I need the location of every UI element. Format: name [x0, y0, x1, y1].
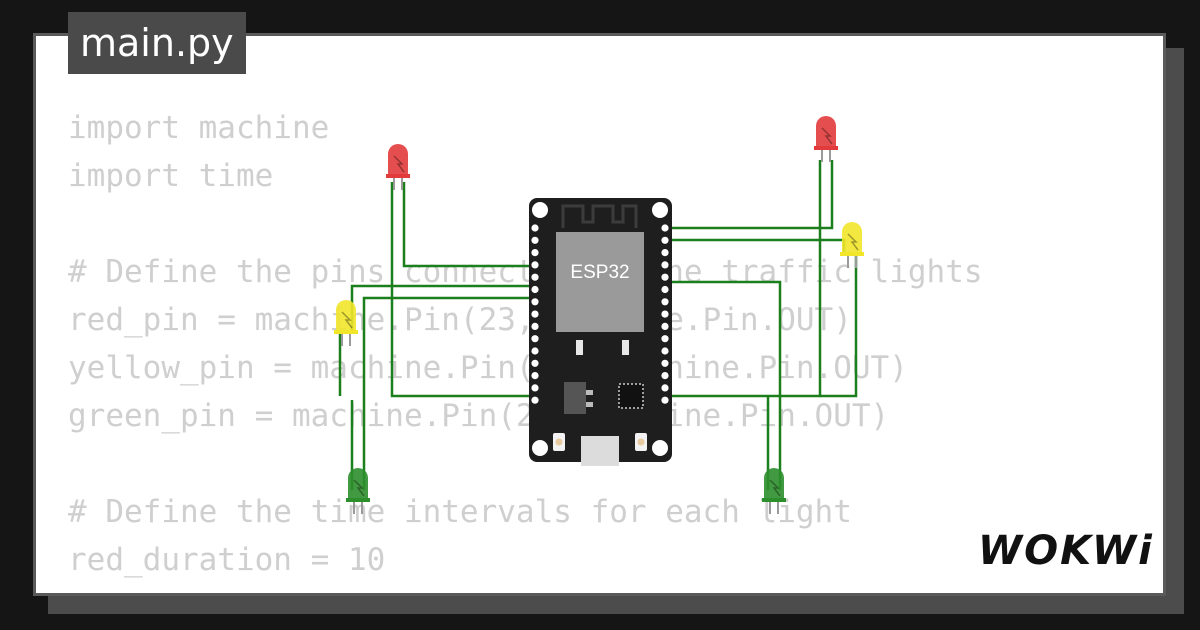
- header-pins-left: [531, 224, 539, 404]
- antenna-trace: [561, 204, 638, 228]
- leds: [334, 116, 864, 514]
- wire-red-right: [663, 160, 834, 230]
- header-pin[interactable]: [531, 310, 539, 318]
- wokwi-logo: WOKWi: [978, 528, 1154, 574]
- header-pin[interactable]: [531, 347, 539, 355]
- mount-hole: [532, 202, 548, 218]
- mount-hole: [652, 440, 668, 456]
- file-tab-main-py[interactable]: main.py: [68, 12, 246, 74]
- header-pin[interactable]: [531, 322, 539, 330]
- header-pin[interactable]: [661, 335, 669, 343]
- red-led-left[interactable]: [386, 144, 410, 190]
- code-line: # Define the pins connected to the traff…: [68, 254, 983, 290]
- header-pin[interactable]: [531, 359, 539, 367]
- header-pin[interactable]: [531, 396, 539, 404]
- header-pins-right: [661, 224, 669, 404]
- header-pin[interactable]: [661, 384, 669, 392]
- header-pin[interactable]: [661, 372, 669, 380]
- wire-yellow-left: [350, 284, 535, 330]
- header-pin[interactable]: [531, 335, 539, 343]
- wire-red-left: [402, 182, 535, 268]
- code-line: # Define the time intervals for each lig…: [68, 494, 852, 530]
- esp32-board[interactable]: ESP32: [529, 198, 672, 466]
- code-line: import time: [68, 158, 274, 194]
- red-led-right[interactable]: [814, 116, 838, 162]
- wire-green-left: [362, 296, 535, 490]
- header-pin[interactable]: [531, 249, 539, 257]
- header-pin[interactable]: [661, 224, 669, 232]
- header-pin[interactable]: [661, 347, 669, 355]
- header-pin[interactable]: [531, 261, 539, 269]
- header-pin[interactable]: [531, 273, 539, 281]
- code-line: import machine: [68, 110, 330, 146]
- header-pin[interactable]: [531, 285, 539, 294]
- usb-port: [581, 436, 619, 466]
- header-pin[interactable]: [661, 261, 669, 269]
- header-pin[interactable]: [531, 384, 539, 392]
- green-led-left[interactable]: [346, 468, 370, 514]
- header-pin[interactable]: [661, 273, 669, 281]
- header-pin[interactable]: [661, 285, 669, 294]
- header-pin[interactable]: [661, 249, 669, 257]
- wire-yellow-right-gnd: [820, 256, 858, 398]
- header-pin[interactable]: [661, 396, 669, 404]
- header-pin[interactable]: [531, 236, 539, 244]
- header-pin[interactable]: [661, 322, 669, 330]
- code-line: red_duration = 10: [68, 542, 386, 578]
- code-line: yellow_duration = 30: [68, 584, 983, 593]
- wire-red-left-gnd: [390, 182, 535, 398]
- header-pin[interactable]: [661, 298, 669, 306]
- yellow-led-right[interactable]: [840, 222, 864, 268]
- header-pin[interactable]: [661, 310, 669, 318]
- header-pin[interactable]: [661, 359, 669, 367]
- green-led-right[interactable]: [762, 468, 786, 514]
- wire-yellow-right: [663, 238, 846, 256]
- header-pin[interactable]: [531, 372, 539, 380]
- header-pin[interactable]: [531, 298, 539, 306]
- yellow-led-left[interactable]: [334, 300, 358, 346]
- chip-label: ESP32: [570, 262, 629, 283]
- header-pin[interactable]: [531, 224, 539, 232]
- mount-hole: [532, 440, 548, 456]
- mount-hole: [652, 202, 668, 218]
- esp32-chip: [556, 232, 644, 332]
- wire-green-right: [663, 280, 782, 490]
- wire-red-right-gnd: [663, 160, 822, 398]
- header-pin[interactable]: [661, 236, 669, 244]
